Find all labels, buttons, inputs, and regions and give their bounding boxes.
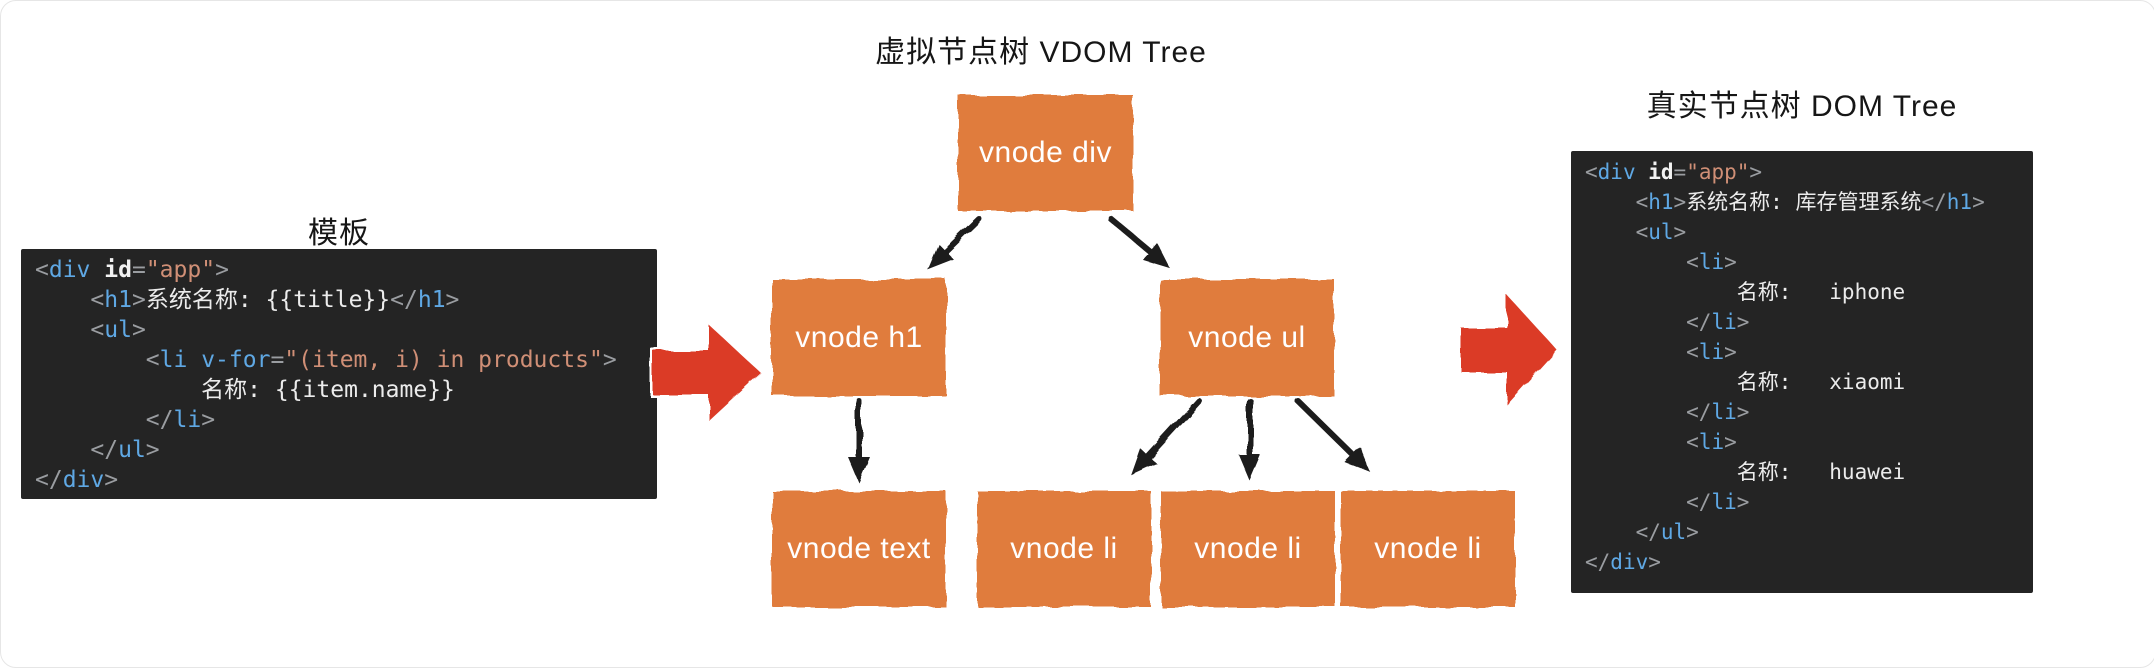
edge-div-to-h1-arrow — [927, 216, 982, 270]
code-line: 名称: {{item.name}} — [201, 377, 455, 403]
vdom-tree-title: 虚拟节点树 VDOM Tree — [875, 36, 1207, 69]
code-line: <li> — [1686, 250, 1737, 274]
code-line: 名称: iphone — [1736, 280, 1906, 304]
template-panel-title: 模板 — [308, 217, 370, 250]
edge-ul-to-li1-arrow — [1131, 398, 1202, 476]
code-line: </ul> — [90, 437, 160, 463]
code-line: </li> — [1686, 400, 1750, 424]
vnode-li1-box — [977, 491, 1151, 607]
dom-code-block: <div id="app"> <h1>系统名称: 库存管理系统</h1> <ul… — [1571, 151, 2033, 593]
template-code-block: <div id="app"> <h1>系统名称: {{title}}</h1> … — [21, 249, 657, 499]
code-line: </li> — [145, 407, 216, 433]
code-line: <li v-for="(item, i) in products"> — [145, 347, 617, 373]
vdom-to-dom-arrow — [1458, 288, 1561, 412]
dom-tree-title: 真实节点树 DOM Tree — [1646, 90, 1958, 123]
vnode-li2-box — [1161, 491, 1335, 607]
code-line: <ul> — [1635, 220, 1687, 244]
vnode-h1-box — [772, 279, 946, 396]
vnode-ul-label: vnode ul — [1188, 320, 1306, 354]
vnode-li2-label: vnode li — [1194, 532, 1302, 565]
code-line: <li> — [1686, 430, 1737, 454]
edge-div-to-ul-arrow — [1108, 216, 1170, 269]
code-line: </div> — [35, 467, 119, 493]
code-line: </div> — [1585, 550, 1661, 574]
code-line: <ul> — [90, 317, 146, 343]
code-line: <h1>系统名称: {{title}}</h1> — [90, 287, 460, 313]
code-line: </ul> — [1635, 520, 1699, 544]
vnode-div-box — [958, 95, 1133, 211]
vnode-ul-box — [1160, 279, 1334, 396]
code-line: </li> — [1686, 490, 1750, 514]
vnode-li3-label: vnode li — [1374, 532, 1482, 565]
vnode-li1-label: vnode li — [1010, 532, 1118, 565]
vnode-h1-label: vnode h1 — [795, 320, 923, 354]
code-line: <div id="app"> — [35, 257, 229, 283]
code-line: 名称: huawei — [1736, 460, 1906, 484]
vnode-li3-box — [1341, 491, 1515, 607]
code-line: <div id="app"> — [1585, 160, 1763, 184]
template-to-vdom-arrow — [650, 319, 765, 427]
vnode-text-box — [772, 491, 946, 607]
code-line: <li> — [1686, 340, 1737, 364]
code-line: </li> — [1686, 310, 1750, 334]
vnode-text-label: vnode text — [787, 532, 931, 565]
vnode-div-label: vnode div — [979, 136, 1112, 169]
code-line: <h1>系统名称: 库存管理系统</h1> — [1635, 190, 1985, 214]
edge-ul-to-li3-arrow — [1295, 398, 1371, 473]
code-line: 名称: xiaomi — [1736, 370, 1906, 394]
